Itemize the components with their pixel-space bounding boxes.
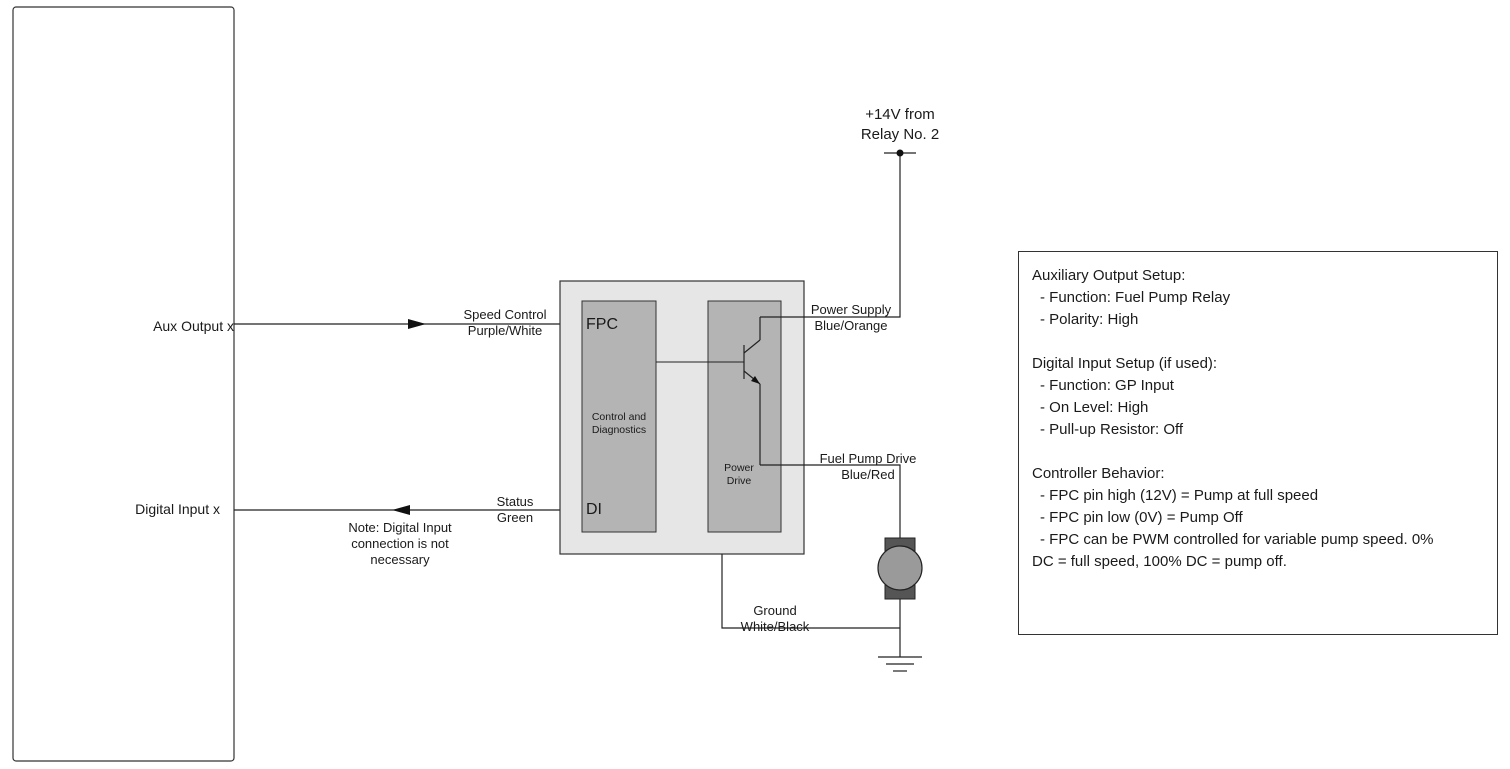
aux-setup-item: - Function: Fuel Pump Relay xyxy=(1040,289,1231,306)
controller-behavior-continued: DC = full speed, 100% DC = pump off. xyxy=(1032,553,1287,570)
ground-icon xyxy=(878,656,922,672)
power-drive-block xyxy=(707,300,782,533)
controller-behavior-item: - FPC can be PWM controlled for variable… xyxy=(1040,531,1434,548)
fuel-pump-motor-icon xyxy=(877,537,923,600)
emitter-arrow-icon xyxy=(751,376,760,384)
pin-fpc-label: FPC xyxy=(586,316,618,333)
ecu-box xyxy=(12,6,235,762)
power-block-label: Power Drive xyxy=(724,462,754,487)
status-wire-label: Status Green xyxy=(496,494,534,525)
aux-output-label: Aux Output x xyxy=(153,318,234,334)
pin-di-label: DI xyxy=(586,501,602,518)
control-diagnostics-block xyxy=(581,300,657,533)
arrow-left-icon xyxy=(392,505,410,515)
arrow-right-icon xyxy=(408,319,426,329)
control-block-label: Control and Diagnostics xyxy=(591,411,647,436)
controller-behavior-item: - FPC pin low (0V) = Pump Off xyxy=(1040,509,1243,526)
ground-wire xyxy=(721,554,900,629)
di-setup-title: Digital Input Setup (if used): xyxy=(1032,355,1218,372)
controller-behavior-item: - FPC pin high (12V) = Pump at full spee… xyxy=(1040,487,1319,504)
digital-input-note: Note: Digital Input connection is not ne… xyxy=(348,520,452,567)
fuel-pump-drive-wire-label: Fuel Pump Drive Blue/Red xyxy=(819,451,917,482)
di-setup-item: - Pull-up Resistor: Off xyxy=(1040,421,1184,438)
supply-label: +14V from Relay No. 2 xyxy=(860,106,940,143)
aux-setup-title: Auxiliary Output Setup: xyxy=(1032,267,1186,284)
ground-wire-label: Ground White/Black xyxy=(740,603,810,634)
speed-control-wire-label: Speed Control Purple/White xyxy=(463,307,547,338)
digital-input-label: Digital Input x xyxy=(135,501,220,517)
controller-behavior-title: Controller Behavior: xyxy=(1032,465,1165,482)
di-setup-item: - On Level: High xyxy=(1040,399,1149,416)
setup-notes-box: Auxiliary Output Setup: - Function: Fuel… xyxy=(1018,251,1498,635)
fuel-pump-drive-wire xyxy=(760,464,901,538)
supply-node-icon xyxy=(896,149,904,157)
power-supply-wire xyxy=(760,153,901,318)
di-setup-item: - Function: GP Input xyxy=(1040,377,1174,394)
aux-setup-item: - Polarity: High xyxy=(1040,311,1139,328)
power-supply-wire-label: Power Supply Blue/Orange xyxy=(810,302,892,333)
